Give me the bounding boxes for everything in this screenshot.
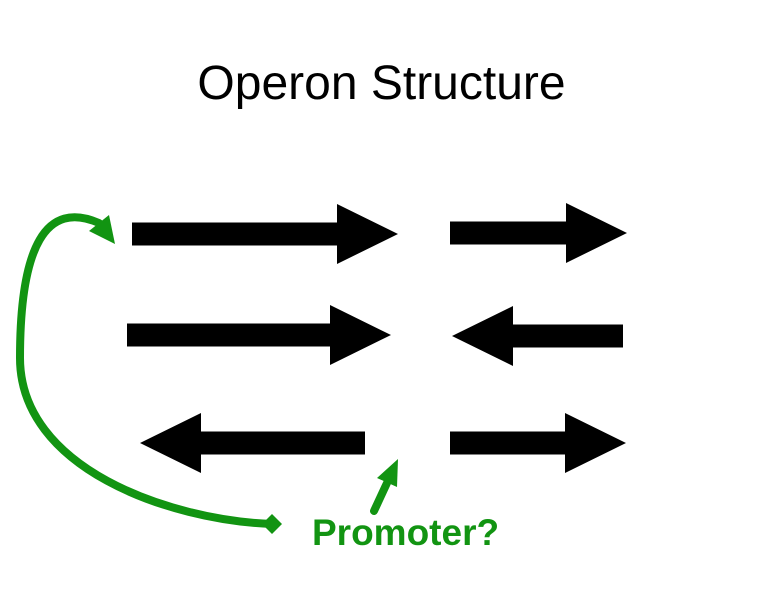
promoter-pointer-arrow — [370, 479, 391, 515]
promoter-curve-arrow — [15, 213, 276, 528]
promoter-pointer-arrow-head — [377, 459, 398, 487]
gene-arrow-row2-right — [452, 306, 623, 366]
gene-arrow-row3-right — [450, 413, 626, 473]
gene-arrow-row1-left — [132, 204, 398, 264]
slide-title: Operon Structure — [197, 57, 566, 110]
promoter-label: Promoter? — [312, 512, 500, 553]
gene-arrow-row1-right — [450, 203, 627, 263]
promoter-curve-arrow-head — [89, 215, 115, 244]
gene-arrow-row3-left — [140, 413, 365, 473]
promoter-curve-arrow-tail-diamond — [262, 514, 282, 534]
gene-arrow-row2-left — [127, 305, 391, 365]
